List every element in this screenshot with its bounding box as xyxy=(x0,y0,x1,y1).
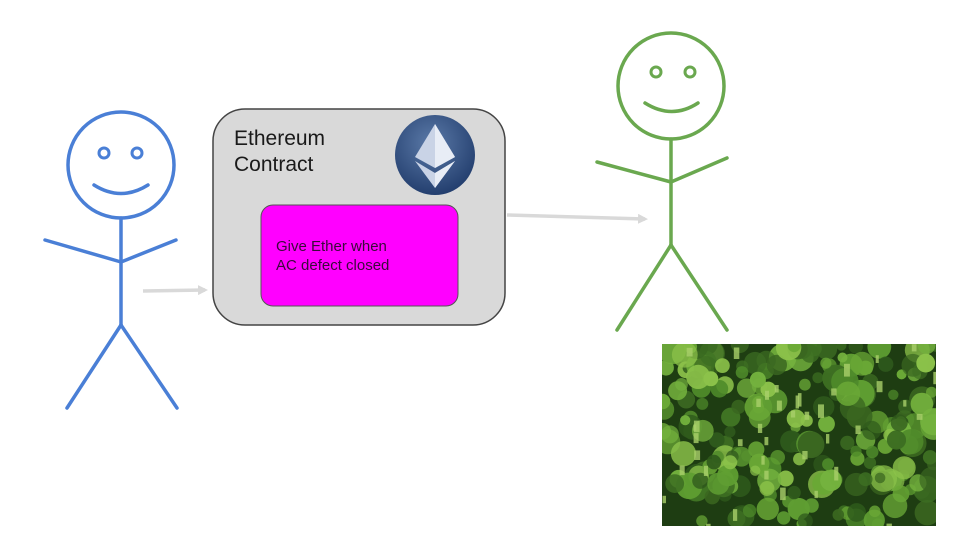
payee-left-leg xyxy=(615,243,673,332)
payee-left-arm xyxy=(595,160,673,184)
condition-text: Give Ether when AC defect closed xyxy=(276,238,390,274)
broccoli-image xyxy=(662,344,936,526)
payer-left-leg xyxy=(65,323,123,410)
payee-stick-figure xyxy=(595,31,729,332)
arrow-contract-to-payee xyxy=(506,213,648,224)
contract-title: Ethereum Contract xyxy=(234,127,326,176)
payer-left-eye xyxy=(97,146,111,160)
payee-right-leg xyxy=(669,243,729,332)
payee-right-arm xyxy=(669,156,729,184)
payer-right-eye xyxy=(130,146,144,160)
payee-smile xyxy=(643,101,700,114)
condition-box xyxy=(260,204,459,307)
payee-right-eye xyxy=(683,65,697,79)
payer-left-arm xyxy=(43,238,123,264)
payer-head xyxy=(66,110,176,220)
arrow-payer-to-contract xyxy=(142,285,208,296)
payer-right-arm xyxy=(119,238,178,264)
payer-stick-figure xyxy=(43,110,179,410)
ethereum-logo-icon xyxy=(395,115,475,195)
payer-right-leg xyxy=(119,323,179,410)
payee-head xyxy=(616,31,726,141)
payee-left-eye xyxy=(649,65,663,79)
payer-smile xyxy=(92,183,150,196)
